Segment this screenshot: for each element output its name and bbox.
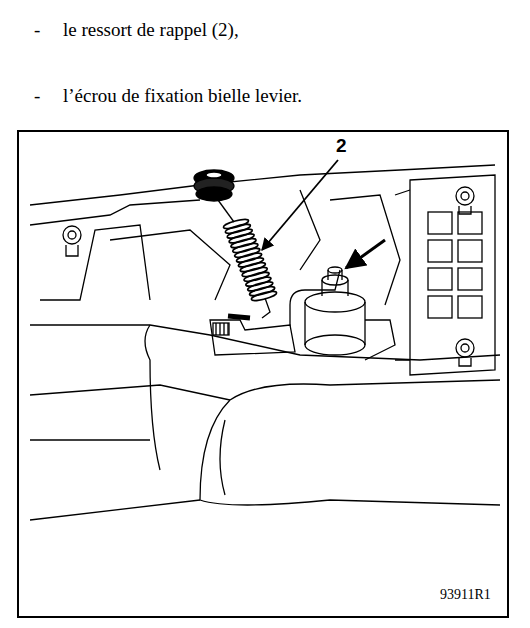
figure-reference: 93911R1 [440, 587, 491, 602]
dashboard-drawing [30, 165, 500, 520]
instruction-text: l’écrou de fixation bielle levier. [63, 86, 302, 107]
spring-coil [223, 218, 278, 303]
bullet-dash: - [34, 20, 40, 41]
figure-frame [18, 131, 508, 617]
instruction-text: le ressort de rappel (2), [63, 20, 239, 41]
callout-number: 2 [336, 136, 347, 157]
bullet-dash: - [34, 86, 40, 107]
spring-coil-turn [251, 290, 278, 303]
leader-arrow [346, 240, 385, 268]
leader-arrow [262, 160, 338, 250]
